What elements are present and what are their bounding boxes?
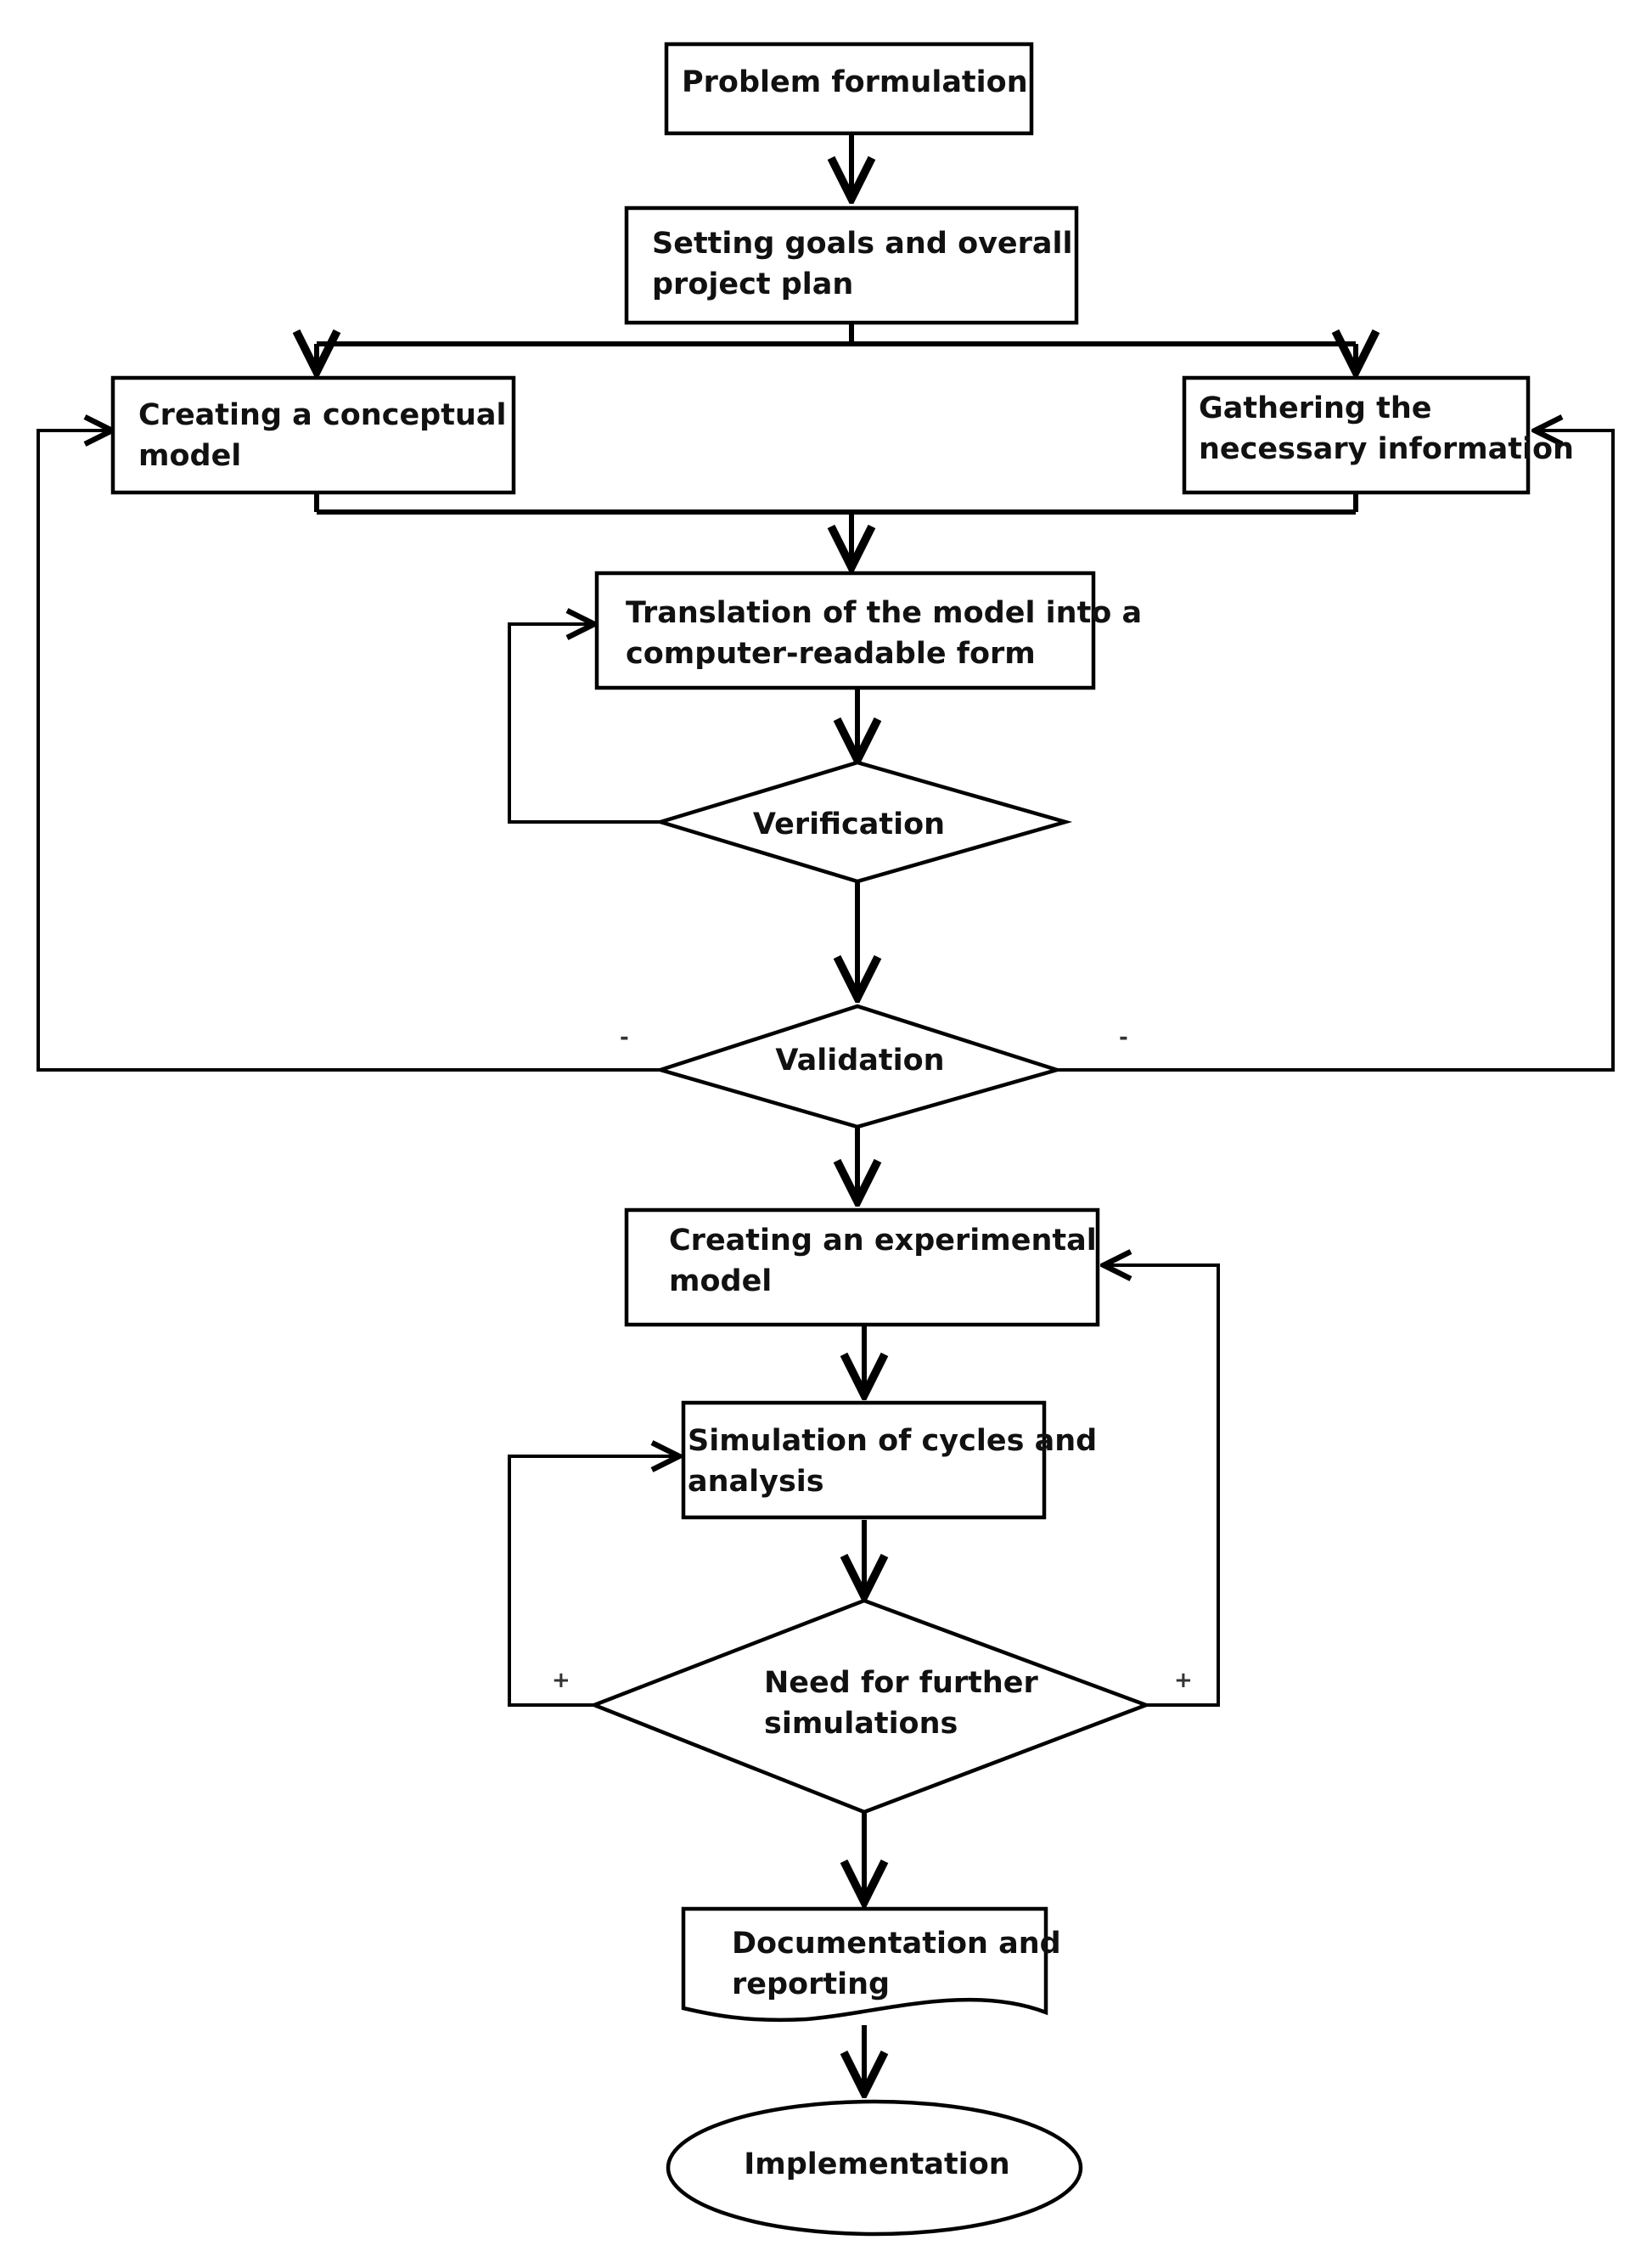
node-label-line2: reporting xyxy=(732,1967,890,2001)
node-label-line2: model xyxy=(669,1264,772,1298)
node-label-line1: Creating a conceptual xyxy=(138,398,507,432)
node-label-line2: project plan xyxy=(652,267,853,301)
node-further-simulations: Need for further simulations xyxy=(588,1598,1152,1815)
node-validation: Validation xyxy=(654,1004,1064,1129)
node-experimental-model: Creating an experimental model xyxy=(624,1207,1100,1327)
node-label-line1: Validation xyxy=(775,1044,944,1078)
further-left-edge-label: + xyxy=(552,1668,570,1693)
node-label-line2: simulations xyxy=(764,1707,958,1741)
node-conceptual-model: Creating a conceptual model xyxy=(110,375,516,495)
node-label-line1: Documentation and xyxy=(732,1927,1061,1961)
node-label-line1: Problem formulation xyxy=(682,65,1028,99)
node-implementation: Implementation xyxy=(666,2099,1083,2237)
node-gathering-information: Gathering the necessary information xyxy=(1182,375,1574,495)
node-label-line1: Implementation xyxy=(744,2147,1009,2181)
node-label-line2: computer-readable form xyxy=(626,637,1036,671)
validation-right-edge-label: - xyxy=(1119,1025,1128,1050)
node-label-line1: Gathering the xyxy=(1199,391,1432,425)
connectors xyxy=(37,133,1615,2093)
node-simulation-cycles: Simulation of cycles and analysis xyxy=(681,1400,1097,1520)
node-label-line1: Translation of the model into a xyxy=(626,596,1142,630)
node-verification: Verification xyxy=(654,760,1073,884)
node-label-line1: Simulation of cycles and xyxy=(688,1424,1097,1458)
node-documentation: Documentation and reporting xyxy=(681,1906,1061,2023)
validation-right-loop-arrow xyxy=(1057,431,1615,1072)
verification-loop-arrow xyxy=(508,624,660,824)
further-right-loop-arrow xyxy=(1104,1265,1220,1707)
node-setting-goals: Setting goals and overall project plan xyxy=(624,205,1079,325)
validation-left-edge-label: - xyxy=(620,1025,629,1050)
node-label-line1: Need for further xyxy=(764,1666,1039,1700)
node-label-line1: Setting goals and overall xyxy=(652,227,1073,261)
validation-left-loop-arrow xyxy=(37,431,660,1072)
node-translation: Translation of the model into a computer… xyxy=(594,571,1142,690)
further-right-edge-label: + xyxy=(1174,1668,1193,1693)
node-label-line2: necessary information xyxy=(1199,432,1574,466)
node-problem-formulation: Problem formulation xyxy=(664,42,1034,136)
node-label-line2: model xyxy=(138,439,241,473)
node-label-line1: Verification xyxy=(753,808,945,841)
further-left-loop-arrow xyxy=(508,1456,679,1707)
node-label-line2: analysis xyxy=(688,1465,824,1499)
node-label-line1: Creating an experimental xyxy=(669,1224,1097,1258)
